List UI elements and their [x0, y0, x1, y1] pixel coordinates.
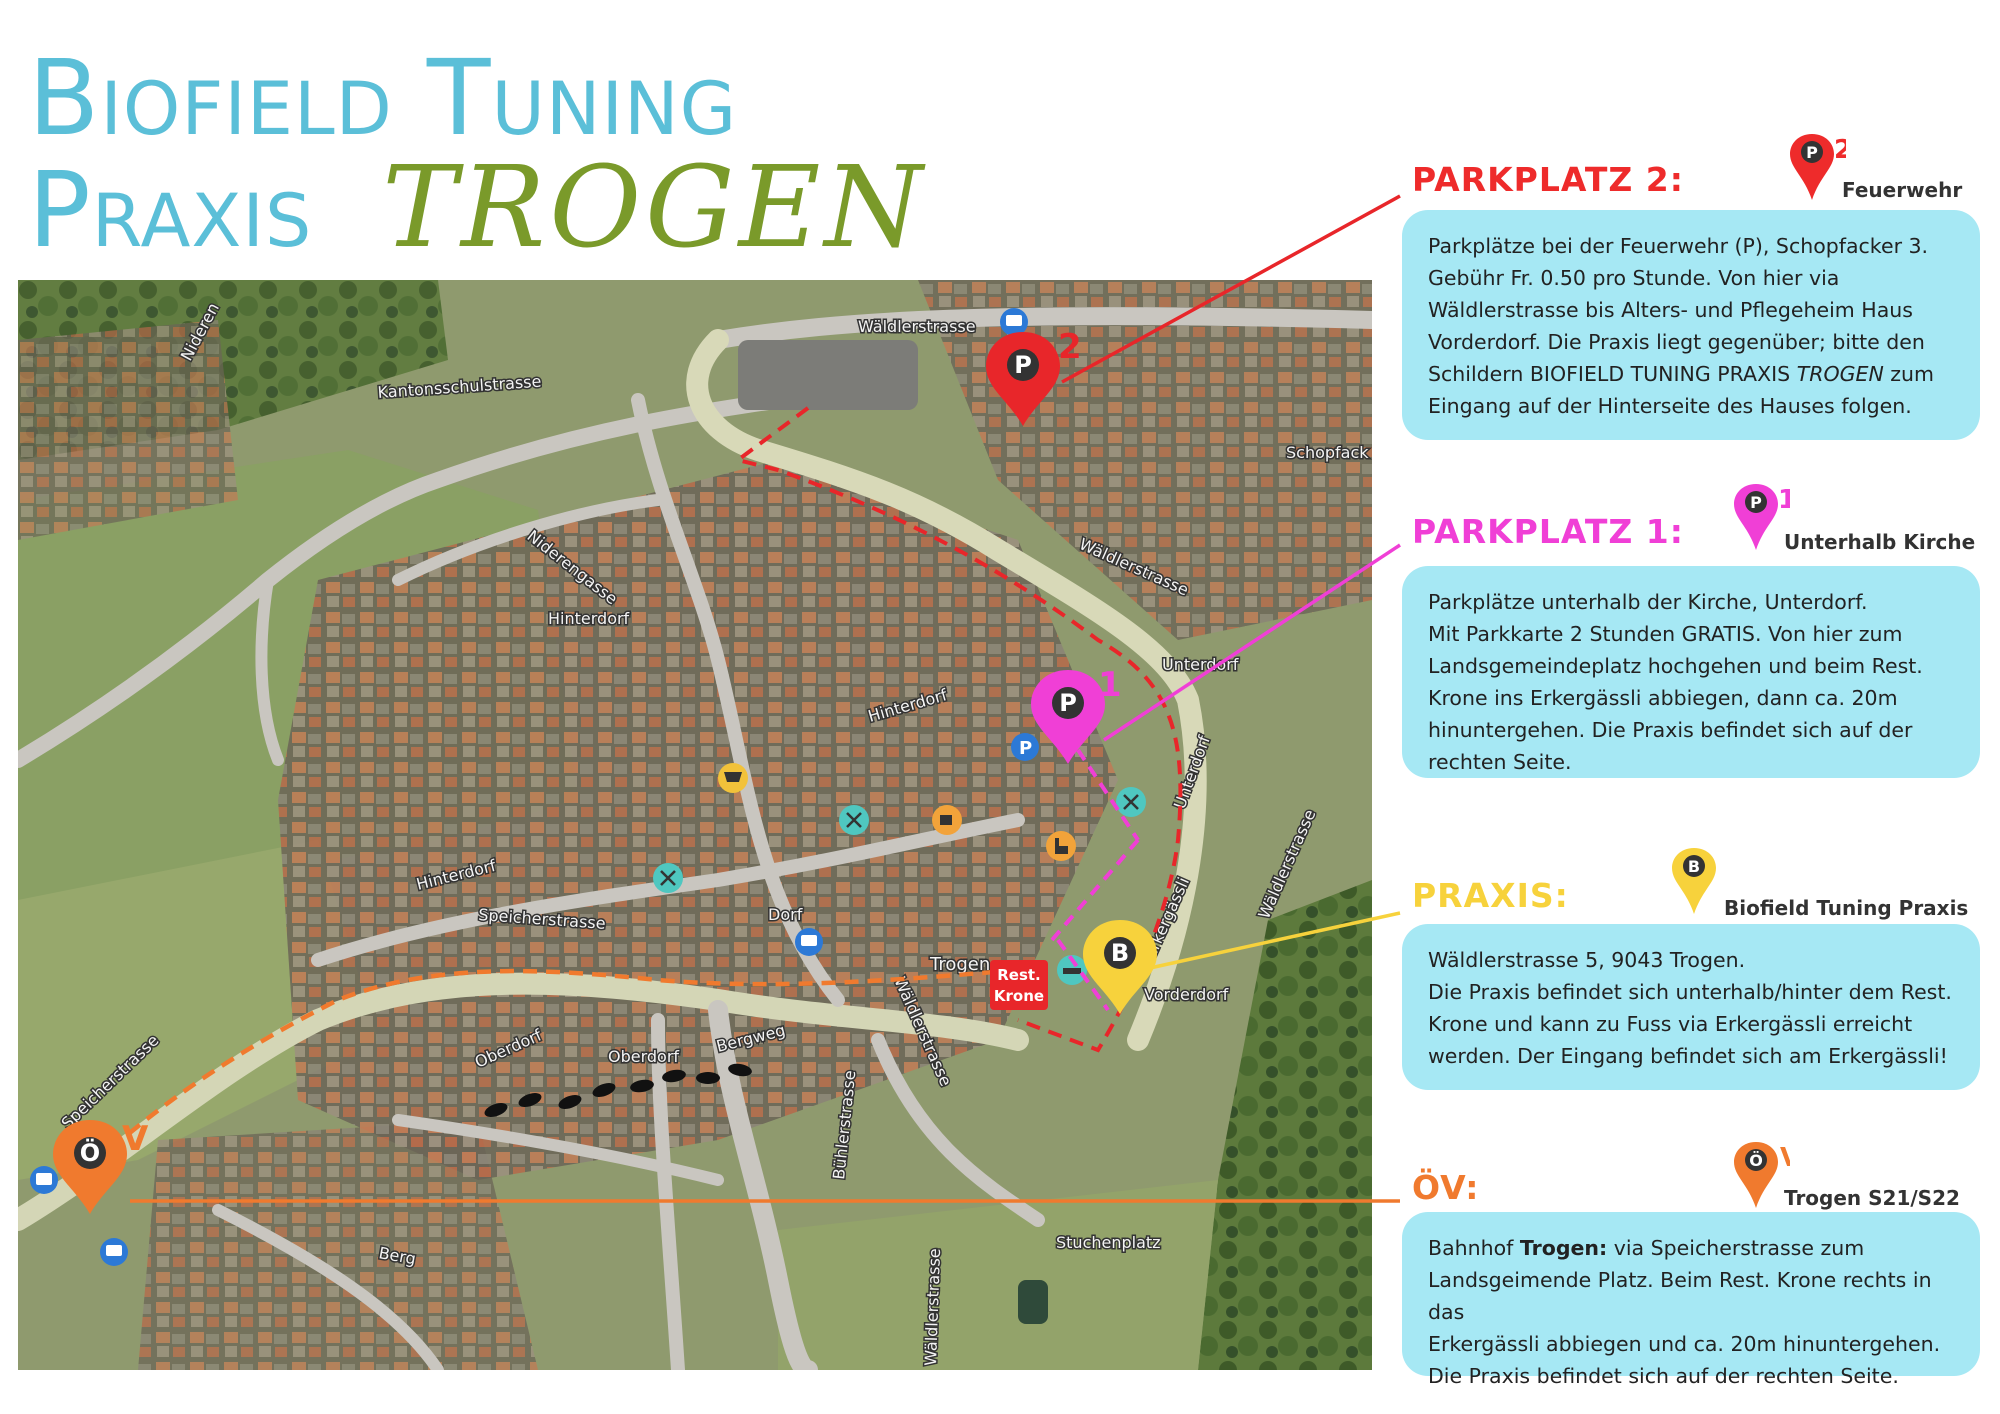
info-box-praxis: Wäldlerstrasse 5, 9043 Trogen. Die Praxi…	[1402, 924, 1980, 1090]
text-line: rechten Seite.	[1428, 750, 1572, 774]
parking-lot-feuerwehr	[738, 340, 918, 410]
text-line: Wäldlerstrasse bis Alters- und Pflegehei…	[1428, 298, 1913, 322]
text-line: Bahnhof Trogen: via Speicherstrasse zum	[1428, 1236, 1865, 1260]
svg-text:1: 1	[1778, 485, 1790, 515]
legend-label-biofield-tuning-praxis: Biofield Tuning Praxis	[1724, 896, 1969, 920]
parking-icon[interactable]: P	[1011, 733, 1039, 761]
forest-right	[1198, 880, 1372, 1370]
info-box-parkplatz-1: Parkplätze unterhalb der Kirche, Unterdo…	[1402, 566, 1980, 778]
restaurant-icon[interactable]	[839, 805, 869, 835]
legend-pin-oev: Ö V	[1734, 1142, 1790, 1208]
village-core	[278, 460, 1118, 1180]
bus-icon[interactable]	[1000, 308, 1028, 336]
pond	[1018, 1280, 1048, 1324]
text-line: Vorderdorf. Die Praxis liegt gegenüber; …	[1428, 330, 1925, 354]
label-stuchenplatz: Stuchenplatz	[1056, 1233, 1161, 1252]
route-parkplatz-1	[1050, 748, 1140, 1012]
text-line: Mit Parkkarte 2 Stunden GRATIS. Von hier…	[1428, 622, 1903, 646]
church-icon[interactable]	[1046, 831, 1076, 861]
text-line: Schildern BIOFIELD TUNING PRAXIS TROGEN …	[1428, 362, 1935, 386]
village-bottom	[138, 1120, 538, 1370]
shopping-cart-icon[interactable]	[718, 763, 748, 793]
svg-text:Ö: Ö	[80, 1137, 100, 1167]
svg-text:Krone: Krone	[994, 987, 1044, 1005]
label-dorf: Dorf	[768, 905, 803, 924]
map-pin-oev[interactable]: Ö V	[53, 1119, 149, 1214]
heading-praxis: PRAXIS:	[1412, 876, 1569, 915]
title-praxis: Praxis	[28, 149, 313, 271]
roads	[18, 307, 1372, 1370]
info-box-parkplatz-2: Parkplätze bei der Feuerwehr (P), Schopf…	[1402, 210, 1980, 440]
text-line: Krone ins Erkergässli abbiegen, dann ca.…	[1428, 686, 1898, 710]
svg-text:Ö: Ö	[1749, 1151, 1763, 1170]
svg-text:V: V	[1780, 1143, 1790, 1173]
label-hinterdorf-1: Hinterdorf	[548, 609, 630, 628]
svg-text:2: 2	[1058, 327, 1082, 367]
label-oberdorf-2: Oberdorf	[608, 1047, 679, 1066]
svg-text:B: B	[1111, 939, 1129, 967]
legend-pin-parkplatz-2: P 2	[1790, 134, 1846, 200]
emphasis-trogen: TROGEN	[1796, 362, 1884, 386]
village-left	[18, 320, 238, 540]
svg-text:P: P	[1750, 493, 1762, 512]
svg-text:P: P	[1019, 738, 1032, 759]
label-waeldlerstrasse-top: Wäldlerstrasse	[858, 317, 976, 336]
label-vorderdorf: Vorderdorf	[1144, 985, 1229, 1004]
label-unterdorf-1: Unterdorf	[1162, 655, 1239, 674]
heading-parkplatz-2: PARKPLATZ 2:	[1412, 160, 1684, 199]
aerial-map[interactable]: Wäldlerstrasse Kantonsschulstrasse Nider…	[18, 280, 1372, 1370]
heading-parkplatz-1: PARKPLATZ 1:	[1412, 512, 1684, 551]
text-line: Die Praxis befindet sich auf der rechten…	[1428, 1364, 1899, 1388]
route-oev	[76, 967, 1019, 1182]
rest-krone-sign: Rest. Krone	[990, 960, 1048, 1010]
text-line: Landsgemeindeplatz hochgehen und beim Re…	[1428, 654, 1923, 678]
bus-icon[interactable]	[100, 1238, 128, 1266]
label-trogen: Trogen	[929, 954, 990, 975]
svg-text:V: V	[122, 1119, 149, 1159]
map-pin-praxis[interactable]: B	[1083, 920, 1157, 1014]
text-line: Parkplätze unterhalb der Kirche, Unterdo…	[1428, 590, 1868, 614]
legend-label-unterhalb-kirche: Unterhalb Kirche	[1784, 530, 1976, 554]
label-berg: Berg	[377, 1243, 417, 1268]
text-line: Wäldlerstrasse 5, 9043 Trogen.	[1428, 948, 1746, 972]
legend-label-trogen-s21-s22: Trogen S21/S22	[1784, 1186, 1960, 1210]
meadow-bottom	[778, 1180, 1218, 1370]
svg-text:2: 2	[1834, 135, 1846, 165]
cafe-icon[interactable]	[932, 805, 962, 835]
train-icon[interactable]	[30, 1166, 58, 1194]
restaurant-icon[interactable]	[1116, 787, 1146, 817]
svg-text:P: P	[1014, 351, 1032, 379]
text-line: Gebühr Fr. 0.50 pro Stunde. Von hier via	[1428, 266, 1840, 290]
footprints-icon	[484, 1063, 752, 1117]
legend-pin-praxis: B	[1672, 848, 1716, 914]
text-line: Landsgeimende Platz. Beim Rest. Krone re…	[1428, 1268, 1932, 1324]
title-line-1: Biofield Tuning	[28, 37, 738, 159]
text-line: Erkergässli abbiegen und ca. 20m hinunte…	[1428, 1332, 1941, 1356]
heading-oev: ÖV:	[1412, 1168, 1480, 1207]
hotel-icon[interactable]	[1057, 955, 1087, 985]
svg-text:1: 1	[1098, 665, 1122, 705]
text-line: werden. Der Eingang befindet sich am Erk…	[1428, 1044, 1948, 1068]
label-schopfack: Schopfack	[1286, 443, 1369, 462]
svg-text:Rest.: Rest.	[997, 966, 1041, 984]
bus-icon[interactable]	[795, 928, 823, 956]
title-trogen: TROGEN	[382, 143, 927, 273]
svg-text:P: P	[1059, 689, 1077, 717]
text-line: Die Praxis befindet sich unterhalb/hinte…	[1428, 980, 1952, 1004]
info-box-oev: Bahnhof Trogen: via Speicherstrasse zum …	[1402, 1212, 1980, 1388]
text-line: Eingang auf der Hinterseite des Hauses f…	[1428, 394, 1912, 418]
text-line: hinuntergehen. Die Praxis befindet sich …	[1428, 718, 1913, 742]
legend-label-feuerwehr: Feuerwehr	[1842, 178, 1963, 202]
text-line: Krone und kann zu Fuss via Erkergässli e…	[1428, 1012, 1913, 1036]
svg-text:P: P	[1806, 143, 1818, 162]
text-line: Parkplätze bei der Feuerwehr (P), Schopf…	[1428, 234, 1929, 258]
legend-pin-parkplatz-1: P 1	[1734, 484, 1790, 550]
restaurant-icon[interactable]	[653, 863, 683, 893]
svg-text:B: B	[1688, 857, 1700, 876]
emphasis-trogen-bold: Trogen:	[1519, 1236, 1608, 1260]
